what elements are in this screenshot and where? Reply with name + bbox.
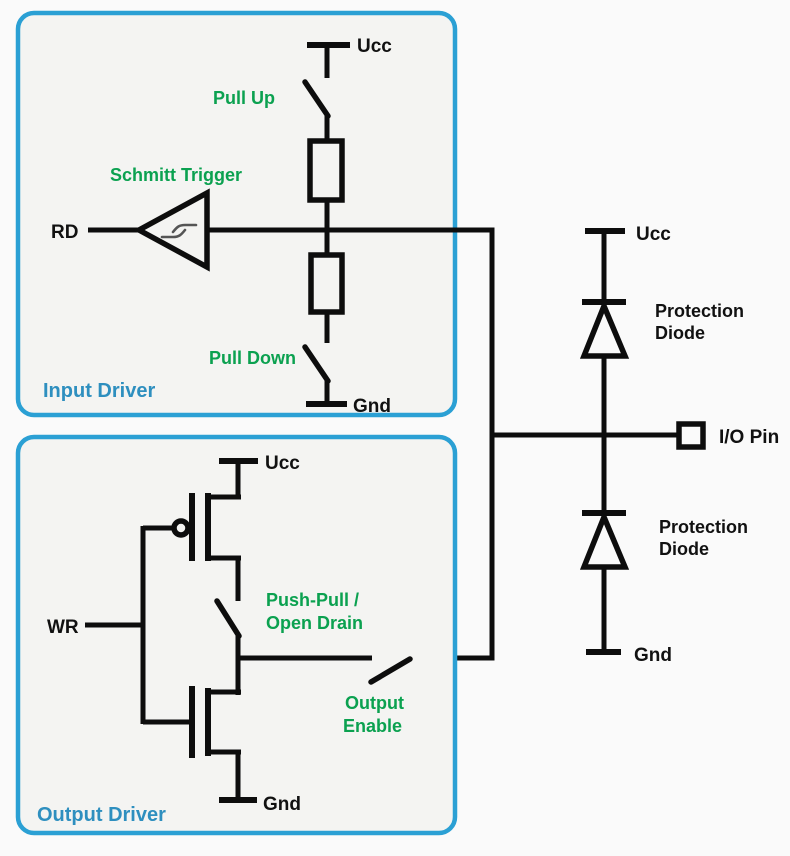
lower-protection-diode-label-line2: Diode xyxy=(659,539,709,559)
push-pull-switch-icon xyxy=(214,598,242,639)
output-enable-switch-icon xyxy=(368,656,413,685)
diode-triangle xyxy=(579,509,630,570)
pin-protection-section: Ucc Protection Diode I/O Pin Protection … xyxy=(492,224,779,666)
gnd-label: Gnd xyxy=(263,794,301,815)
pull-down-resistor-icon xyxy=(308,252,345,315)
ucc-label: Ucc xyxy=(265,453,300,474)
input-driver-section: Ucc Pull Up Schmitt Trigger RD Pull Down… xyxy=(15,10,495,661)
output-driver-title: Output Driver xyxy=(37,804,166,826)
gnd-label: Gnd xyxy=(353,396,391,417)
output-enable-label-line2: Enable xyxy=(343,716,402,736)
wr-label: WR xyxy=(47,617,79,638)
upper-protection-diode-label-line2: Diode xyxy=(655,323,705,343)
output-enable-label-line1: Output xyxy=(345,693,404,713)
pull-down-label: Pull Down xyxy=(209,348,296,368)
push-pull-label-line2: Open Drain xyxy=(266,613,363,633)
push-pull-label-line1: Push-Pull / xyxy=(266,590,359,610)
upper-protection-diode-icon xyxy=(579,298,630,359)
pmos-transistor-icon xyxy=(143,493,241,561)
upper-protection-diode-label-line1: Protection xyxy=(655,301,744,321)
pmos-inversion-bubble xyxy=(171,518,191,538)
input-driver-title: Input Driver xyxy=(43,380,155,402)
lower-protection-diode-icon xyxy=(579,509,630,570)
diode-triangle xyxy=(579,298,630,359)
hysteresis-glyph xyxy=(171,223,198,234)
output-driver-section: Ucc WR Push-Pull / Open Drain Output Ena… xyxy=(15,434,458,836)
io-pin-label: I/O Pin xyxy=(719,427,779,448)
gnd-label: Gnd xyxy=(634,645,672,666)
pull-up-label: Pull Up xyxy=(213,88,275,108)
schmitt-trigger-label: Schmitt Trigger xyxy=(110,165,242,185)
pull-down-switch-icon xyxy=(302,344,331,384)
pull-up-resistor-icon xyxy=(307,138,345,203)
input-driver-box xyxy=(15,10,458,418)
ucc-label: Ucc xyxy=(636,224,671,245)
pull-up-switch-icon xyxy=(302,79,331,119)
hysteresis-glyph xyxy=(160,228,187,239)
ucc-label: Ucc xyxy=(357,36,392,57)
io-pin-pad-icon xyxy=(676,421,706,450)
nmos-transistor-icon xyxy=(143,686,241,758)
rd-label: RD xyxy=(51,222,78,243)
lower-protection-diode-label-line1: Protection xyxy=(659,517,748,537)
